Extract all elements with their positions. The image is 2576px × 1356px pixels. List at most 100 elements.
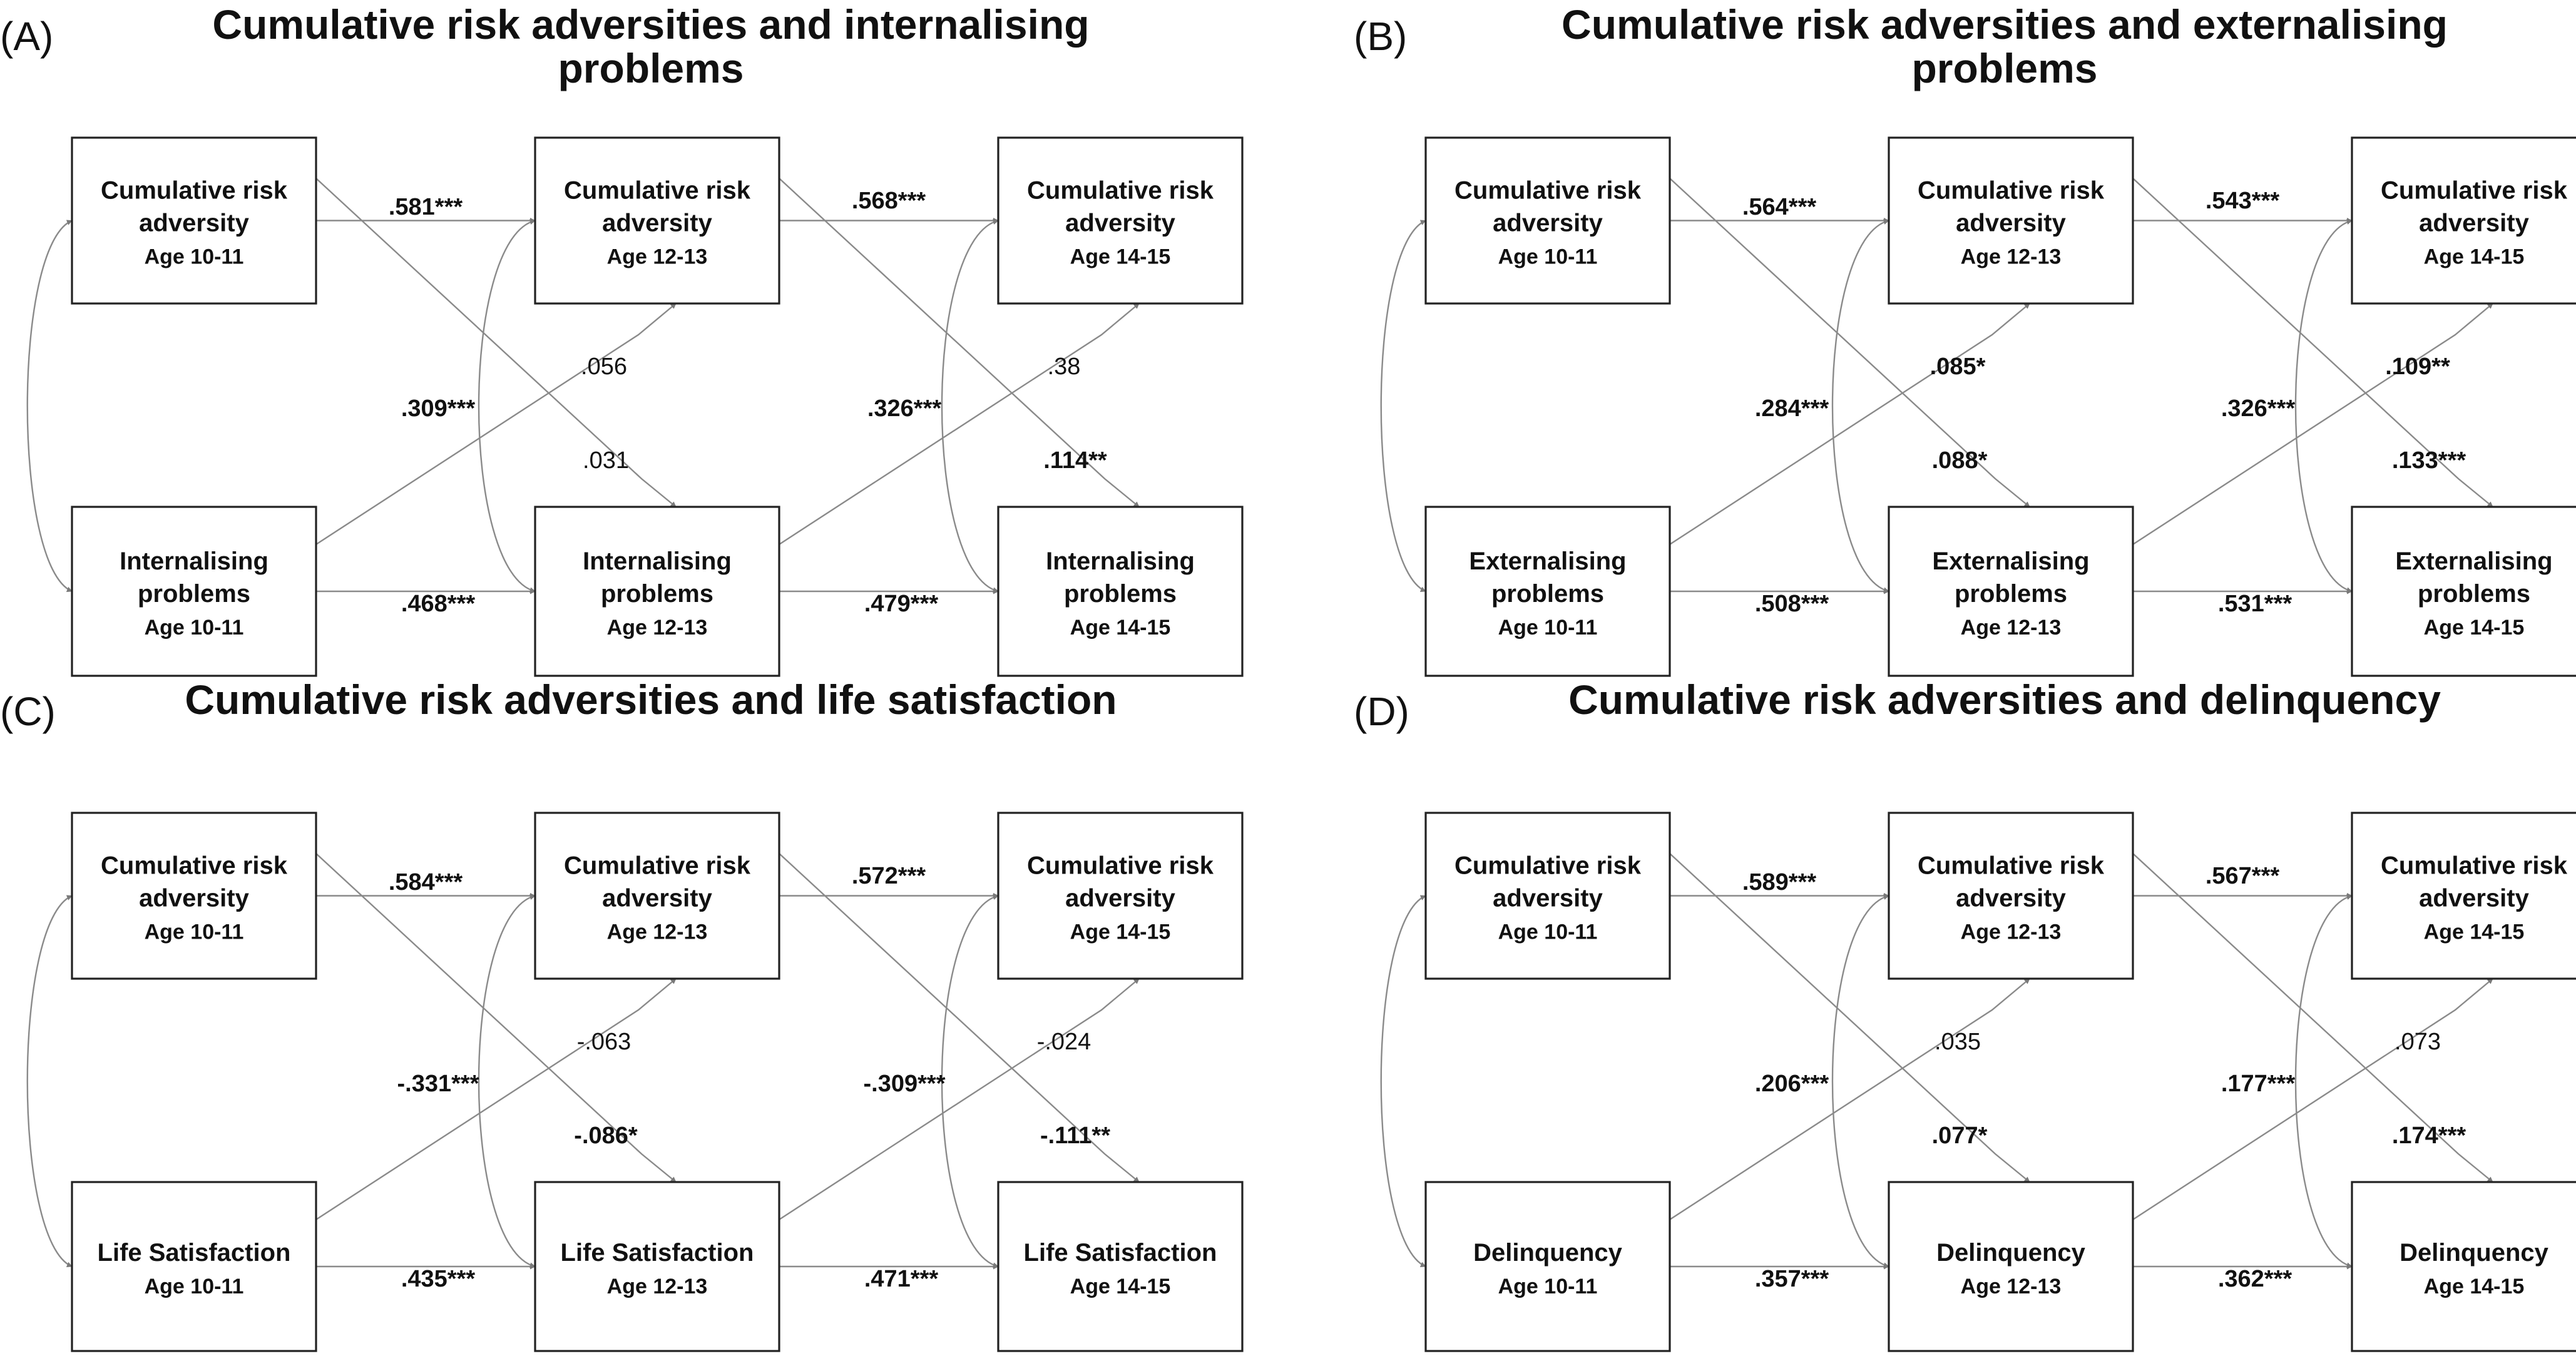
coefficient-cov-2: .177*** [2221, 1071, 2296, 1097]
box-age: Age 14-15 [2424, 616, 2525, 640]
box-age: Age 10-11 [145, 1275, 244, 1298]
box-label: adversity [139, 210, 249, 237]
covariance-arc [941, 219, 999, 593]
cross-lagged-arrow-up [315, 978, 677, 1221]
coefficient-up-2: .109** [2385, 354, 2450, 380]
box-label: adversity [602, 210, 712, 237]
panel-letter: (D) [1354, 689, 1409, 734]
coefficient-bottom-2: .471*** [864, 1266, 939, 1292]
coefficient-down-2: .133*** [2392, 447, 2466, 474]
box-label: Internalising [1046, 548, 1195, 575]
coefficient-top-2: .567*** [2205, 863, 2280, 889]
panel-letter: (B) [1354, 14, 1407, 59]
box-label: Delinquency [1473, 1239, 1623, 1267]
box-label: Life Satisfaction [561, 1239, 754, 1267]
box-outline [1424, 1181, 1671, 1352]
box-outline [997, 136, 1244, 305]
coefficient-up-1: .056 [581, 354, 627, 380]
cross-lagged-arrow-down [1669, 853, 2030, 1183]
box-age: Age 12-13 [1961, 920, 2062, 944]
coefficient-cov-1: .284*** [1755, 395, 1829, 422]
box-outline [1888, 136, 2134, 305]
box-age: Age 10-11 [1498, 1275, 1598, 1298]
box-label: Internalising [583, 548, 732, 575]
box-label: Cumulative risk [1454, 177, 1642, 205]
box-outline [71, 136, 317, 305]
box-age: Age 14-15 [2424, 245, 2525, 269]
panel-title: Cumulative risk adversities and delinque… [1568, 676, 2441, 723]
covariance-arc [1380, 895, 1426, 1268]
cross-lagged-arrow-up [2132, 978, 2493, 1221]
box-label: Externalising [2395, 548, 2552, 575]
panel-2: (B)Cumulative risk adversities and exter… [1354, 1, 2576, 677]
box-age: Age 12-13 [1961, 1275, 2062, 1298]
box-age: Age 14-15 [1070, 245, 1171, 269]
cross-lagged-arrow-down [779, 178, 1140, 507]
coefficient-up-2: -.024 [1037, 1029, 1091, 1055]
box-age: Age 10-11 [1498, 616, 1598, 640]
panel-title: problems [1911, 45, 2097, 91]
box-outline [2351, 1181, 2576, 1352]
coefficient-up-2: .38 [1048, 354, 1081, 380]
box-label: Life Satisfaction [98, 1239, 291, 1267]
box-label: problems [2418, 580, 2530, 608]
coefficient-bottom-2: .479*** [864, 591, 939, 617]
box-age: Age 12-13 [607, 245, 708, 269]
cross-lagged-arrow-up [1669, 978, 2030, 1221]
coefficient-cov-2: .326*** [2221, 395, 2296, 422]
cross-lagged-arrow-down [315, 178, 677, 507]
covariance-arc [2294, 894, 2353, 1268]
cross-lagged-arrow-up [779, 303, 1140, 546]
box-label: adversity [2419, 210, 2529, 237]
covariance-arc [478, 219, 536, 593]
covariance-arc [478, 894, 536, 1268]
box-age: Age 14-15 [2424, 1275, 2525, 1298]
box-label: Internalising [120, 548, 268, 575]
box-outline [1424, 812, 1671, 980]
box-label: adversity [1065, 885, 1175, 912]
box-label: Cumulative risk [1027, 177, 1214, 205]
cross-lagged-arrow-down [2132, 853, 2493, 1183]
coefficient-up-2: .073 [2395, 1029, 2441, 1055]
coefficient-down-1: -.086* [574, 1123, 638, 1149]
box-label: Delinquency [1936, 1239, 2086, 1267]
box-outline [1424, 506, 1671, 677]
box-age: Age 14-15 [1070, 616, 1171, 640]
box-label: adversity [1493, 210, 1603, 237]
box-label: Cumulative risk [564, 177, 751, 205]
box-age: Age 12-13 [607, 616, 708, 640]
box-label: Cumulative risk [564, 852, 751, 880]
box-label: problems [1064, 580, 1177, 608]
box-label: problems [1491, 580, 1604, 608]
box-label: adversity [139, 885, 249, 912]
cross-lagged-arrow-up [779, 978, 1140, 1221]
box-label: adversity [602, 885, 712, 912]
box-age: Age 10-11 [145, 245, 244, 269]
coefficient-cov-2: -.309*** [864, 1071, 946, 1097]
coefficient-cov-1: -.331*** [397, 1071, 479, 1097]
covariance-arc [941, 894, 999, 1268]
coefficient-up-1: .035 [1935, 1029, 1981, 1055]
cross-lagged-arrow-up [2132, 303, 2493, 546]
box-outline [997, 1181, 1244, 1352]
box-outline [2351, 136, 2576, 305]
panel-title: problems [558, 45, 744, 91]
coefficient-top-1: .564*** [1742, 194, 1817, 220]
box-outline [534, 1181, 780, 1352]
box-label: adversity [2419, 885, 2529, 912]
box-outline [71, 812, 317, 980]
covariance-arc [1380, 220, 1426, 593]
